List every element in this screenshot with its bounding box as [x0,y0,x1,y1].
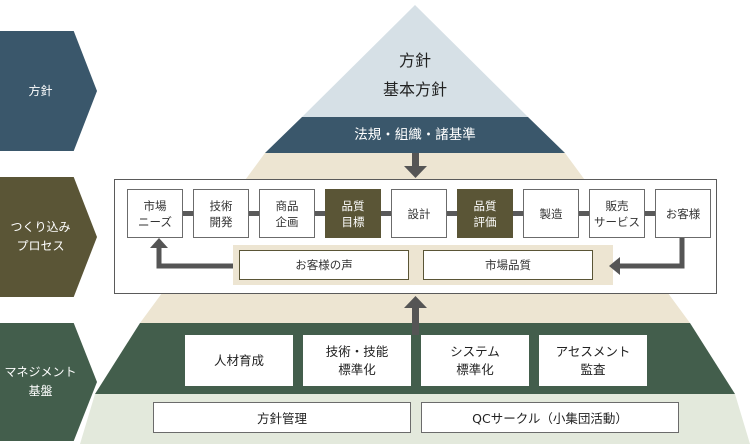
arrow-up-shaft [412,307,419,335]
arrow-down-shaft [412,153,419,167]
law-band-label: 法規・組織・諸基準 [354,127,476,143]
side-label-policy: 方針 [0,31,97,151]
feedback-arrow-left [156,246,233,269]
pyramid-law-band [265,117,565,153]
mgmt-system-standardization: システム 標準化 [421,335,529,386]
pyramid-policy-apex [302,5,528,117]
step-market-needs: 市場 ニーズ [127,189,183,238]
feedback-arrow-right-head [609,257,620,275]
step-design: 設計 [391,189,447,238]
base-qc-circle: QCサークル（小集団活動） [421,402,679,433]
side-label-management: マネジメント 基盤 [0,323,97,441]
feedback-arrow-left-head [150,238,168,248]
mgmt-tech-standardization: 技術・技能 標準化 [303,335,411,386]
step-quality-target: 品質 目標 [325,189,381,238]
step-product-plan: 商品 企画 [259,189,315,238]
side-label-process: つくり込み プロセス [0,177,97,297]
feedback-arrow-right [618,238,685,269]
arrow-up-head [404,296,427,308]
mgmt-assessment-audit: アセスメント 監査 [539,335,647,386]
policy-title: 方針 [398,51,431,70]
feedback-arrows [150,238,685,275]
base-policy-management: 方針管理 [153,402,411,433]
step-sales-service: 販売 サービス [589,189,645,238]
policy-basic: 基本方針 [382,80,447,99]
step-quality-eval: 品質 評価 [457,189,513,238]
mgmt-hr-development: 人材育成 [185,335,293,386]
step-customer: お客様 [655,189,711,238]
arrow-down-head [404,166,427,178]
feedback-customer-voice: お客様の声 [239,250,409,280]
step-tech-dev: 技術 開発 [193,189,249,238]
feedback-market-quality: 市場品質 [423,250,593,280]
step-manufacture: 製造 [523,189,579,238]
process-box: 市場 ニーズ 技術 開発 商品 企画 品質 目標 設計 品質 評価 製造 販売 … [114,179,717,294]
